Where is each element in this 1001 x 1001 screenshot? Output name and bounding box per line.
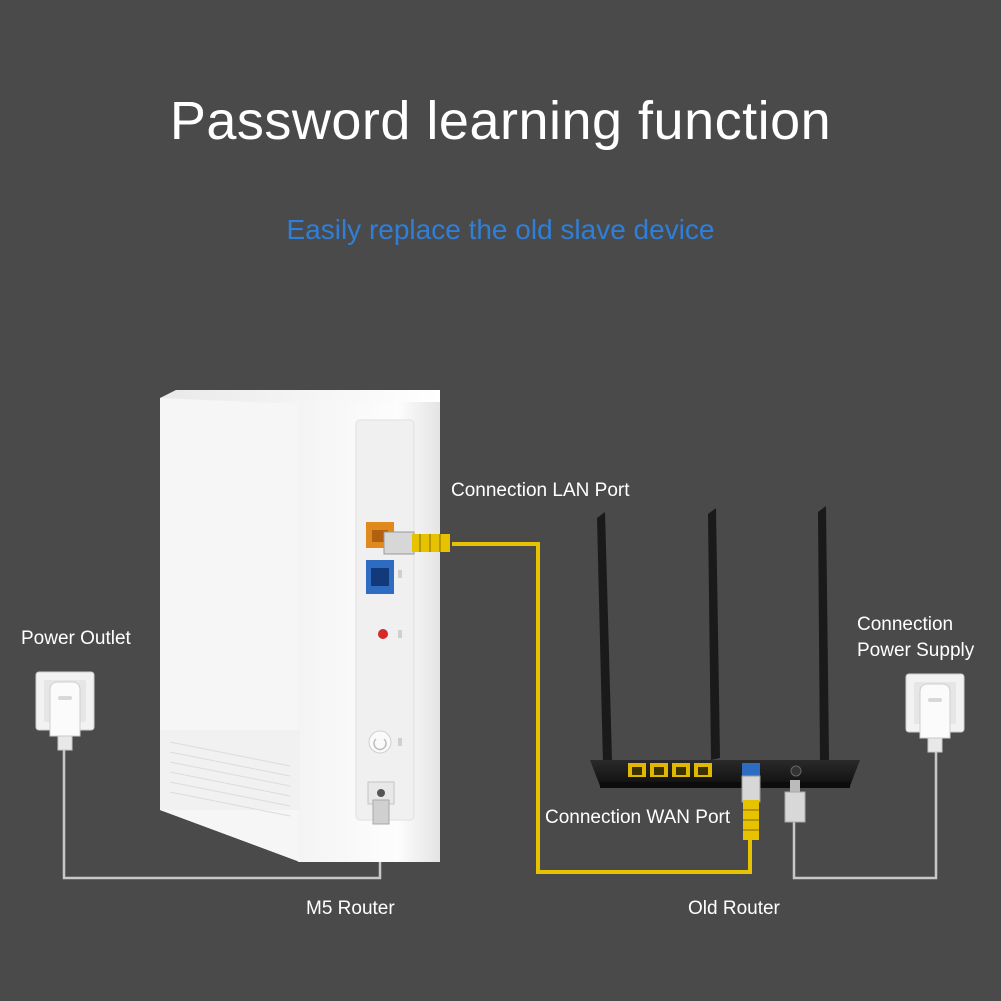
power-plug-icon — [367, 781, 395, 825]
power-outlet-icon — [35, 671, 95, 751]
power-plug-icon — [784, 780, 806, 823]
label-lan-port: Connection LAN Port — [451, 480, 630, 501]
m5-router-icon — [160, 390, 440, 862]
reset-button-icon — [378, 629, 402, 639]
label-power-supply-line1: Connection — [857, 614, 954, 635]
ethernet-plug-icon — [741, 775, 761, 840]
ethernet-plug-icon — [383, 531, 450, 555]
label-power-outlet: Power Outlet — [21, 628, 131, 649]
label-wan-port: Connection WAN Port — [545, 807, 731, 828]
page-subtitle: Easily replace the old slave device — [286, 214, 715, 245]
label-m5-router: M5 Router — [306, 898, 395, 919]
old-router-icon — [590, 506, 860, 788]
power-outlet-icon — [905, 673, 965, 753]
label-power-supply-line2: Power Supply — [857, 640, 975, 661]
ethernet-cable — [452, 542, 752, 874]
power-button-icon — [368, 730, 402, 754]
power-cable-right — [792, 752, 938, 880]
label-old-router: Old Router — [688, 898, 780, 919]
page-title: Password learning function — [169, 91, 832, 151]
wan-port-icon — [366, 560, 402, 594]
antenna-icon — [597, 506, 829, 764]
